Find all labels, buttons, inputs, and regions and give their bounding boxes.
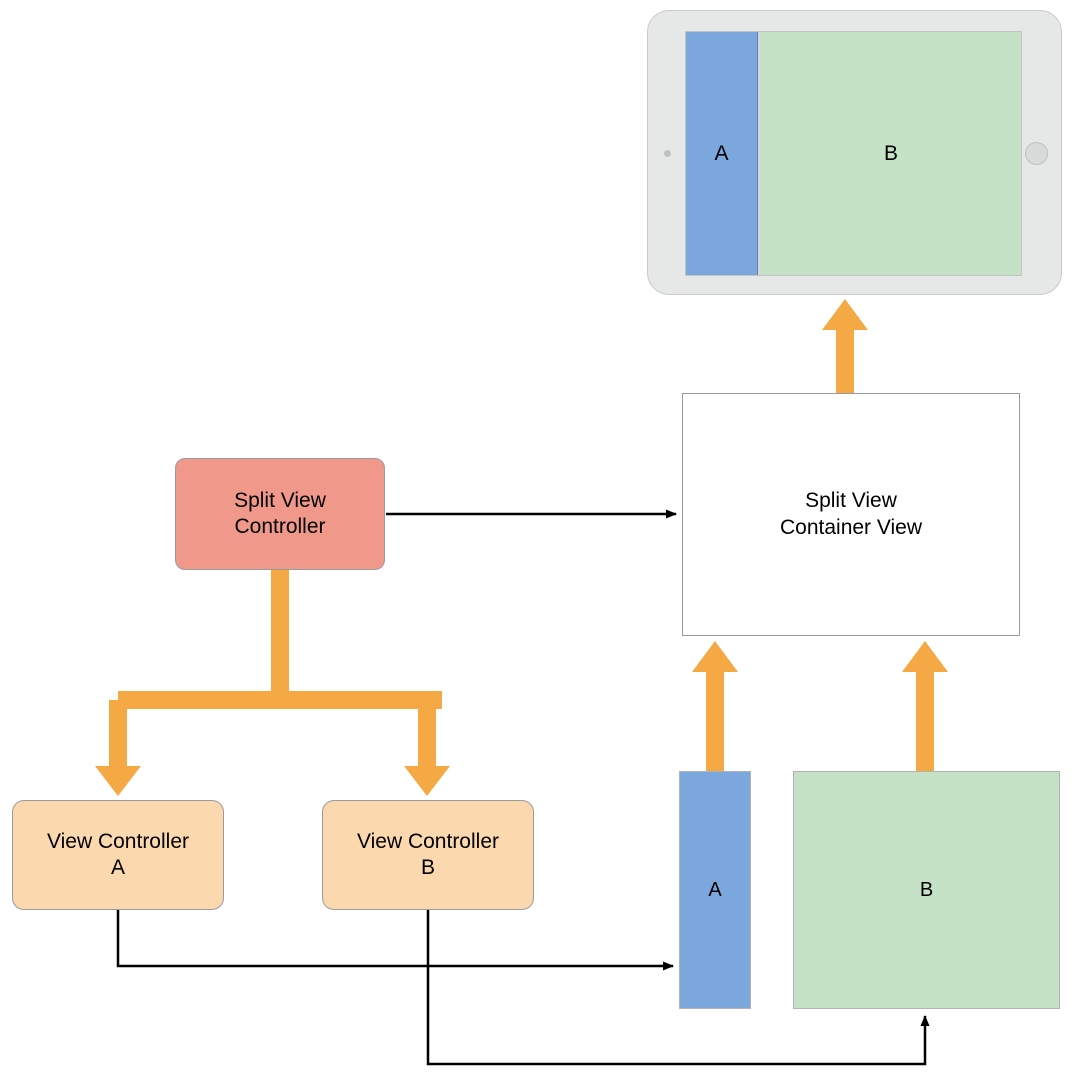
tablet-pane-b: B xyxy=(761,32,1021,275)
node-view-a[interactable]: A xyxy=(679,771,751,1009)
node-view-controller-b[interactable]: View Controller B xyxy=(322,800,534,910)
edge-container-to-device xyxy=(822,299,868,393)
tablet-pane-a: A xyxy=(686,32,758,275)
node-split-view-controller[interactable]: Split View Controller xyxy=(175,458,385,570)
node-view-controller-a[interactable]: View Controller A xyxy=(12,800,224,910)
edge-vcb-to-view-b xyxy=(426,910,930,1066)
edge-vca-to-view-a xyxy=(116,910,674,971)
node-view-b[interactable]: B xyxy=(793,771,1060,1009)
edge-view-b-to-container xyxy=(902,641,948,771)
camera-dot-icon xyxy=(664,150,671,157)
tablet-device-preview: A B xyxy=(647,10,1062,295)
tablet-screen: A B xyxy=(685,31,1022,276)
edge-view-a-to-container xyxy=(692,641,738,771)
node-split-view-container-view[interactable]: Split View Container View xyxy=(682,393,1020,636)
edge-svc-to-view-controllers xyxy=(95,570,450,796)
home-button-icon[interactable] xyxy=(1025,142,1048,165)
